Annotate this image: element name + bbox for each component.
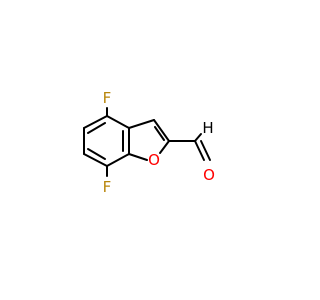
molecule-diagram: F F O O H	[83, 89, 215, 196]
bond-c4-c5-inner	[87, 122, 106, 134]
bond-o1-c7a	[128, 153, 148, 161]
atom-label-h-aldehyde: H	[202, 119, 213, 137]
bond-c3a-c4	[106, 115, 130, 129]
bond-c3-c2	[153, 119, 170, 142]
structure-canvas: F F O O H	[83, 89, 215, 196]
bond-cho-o-b	[200, 140, 211, 161]
bond-c3-c2-inner	[154, 126, 165, 141]
bond-c7-c7a	[106, 153, 130, 167]
bond-cho-h	[194, 133, 202, 142]
atom-label-o-ring: O	[148, 151, 160, 169]
bond-cho-o-a	[194, 140, 205, 161]
atom-label-o-aldehyde: O	[203, 166, 215, 184]
atom-label-f-top: F	[103, 89, 112, 107]
bond-c6-c7-inner	[87, 148, 106, 160]
bond-c3a-c3	[128, 119, 155, 129]
atom-label-f-bottom: F	[103, 178, 112, 196]
bond-c6-c7	[83, 153, 108, 167]
bond-c2-o1	[159, 140, 170, 154]
bond-c4-c5	[83, 115, 108, 129]
